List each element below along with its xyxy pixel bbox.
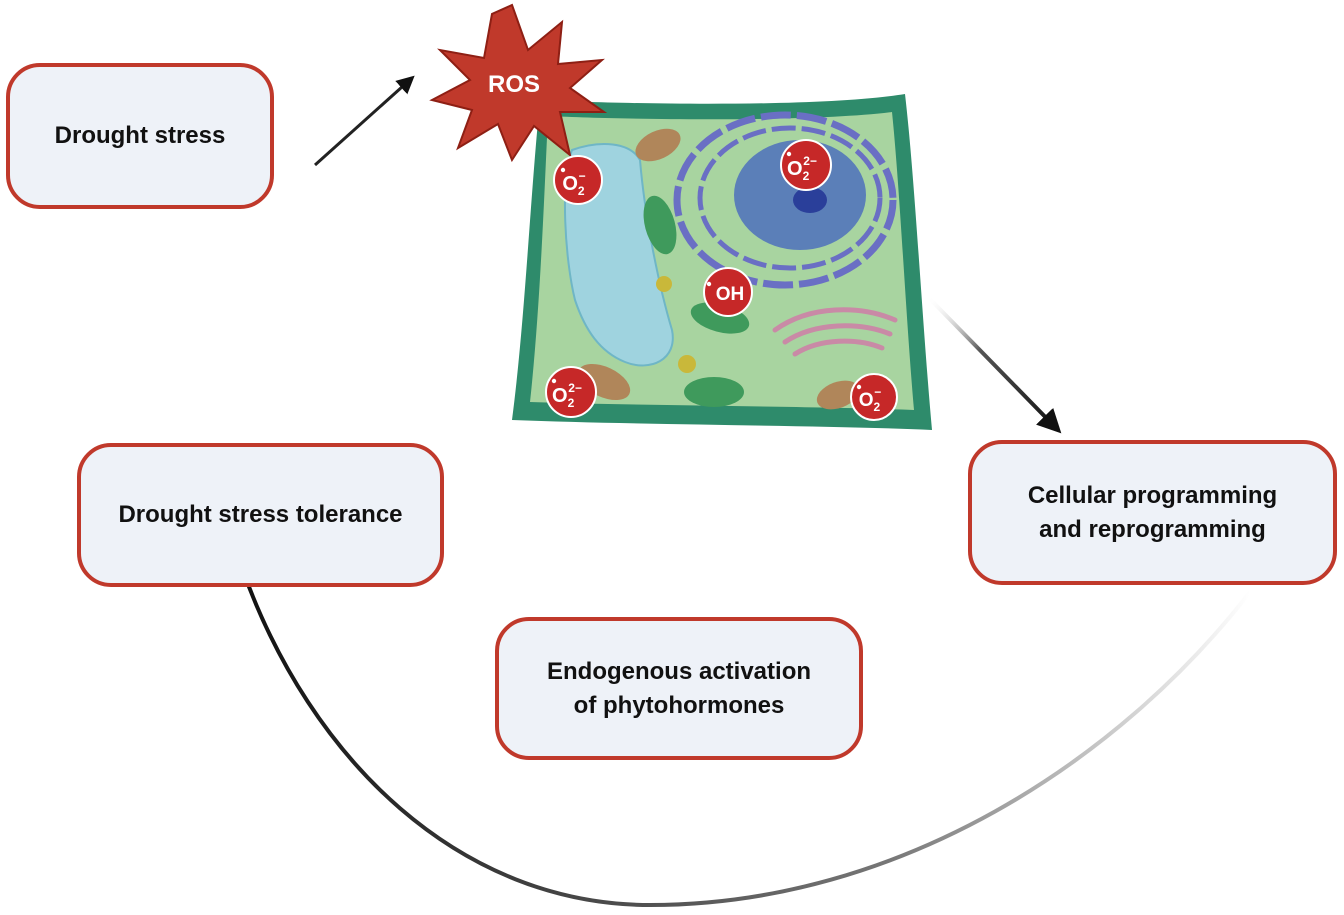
- nucleolus: [793, 187, 827, 213]
- endogenous-activation-box: Endogenous activation of phytohormones: [495, 617, 863, 760]
- ros-star: [429, 3, 608, 163]
- drought-stress-tolerance-box: Drought stress tolerance: [77, 443, 444, 587]
- golgi-apparatus: [772, 307, 898, 357]
- chloroplast: [684, 377, 744, 407]
- svg-text:O2−: O2−: [562, 169, 585, 198]
- hydroxyl-badge-center: OH: [703, 267, 753, 317]
- superoxide-badge-bottom-right: O2−: [850, 373, 898, 421]
- cellular-programming-line2: and reprogramming: [1039, 515, 1266, 543]
- vesicle: [678, 355, 696, 373]
- vesicle: [656, 276, 672, 292]
- ros-label: ROS: [488, 71, 540, 98]
- svg-text:O22−: O22−: [552, 381, 582, 410]
- endogenous-activation-line2: of phytohormones: [573, 691, 785, 719]
- arrow-cell-to-cellular: [926, 295, 1062, 434]
- peroxide-badge-top-right: O22−: [780, 139, 832, 191]
- chloroplast: [643, 195, 677, 255]
- svg-text:OH: OH: [716, 284, 745, 305]
- peroxide-badge-bottom-left: O22−: [545, 366, 597, 418]
- arrow-drought-to-ros: [313, 75, 415, 167]
- endoplasmic-reticulum: [673, 111, 897, 289]
- drought-stress-tolerance-label: Drought stress tolerance: [118, 501, 403, 528]
- drought-stress-label: Drought stress: [54, 122, 226, 149]
- endoplasmic-reticulum-inner: [697, 125, 883, 271]
- mitochondrion: [816, 380, 860, 410]
- endogenous-activation-line1: Endogenous activation: [546, 657, 812, 685]
- arrow-cellular-to-tolerance: [240, 567, 1252, 908]
- cellular-programming-box: Cellular programming and reprogramming: [968, 440, 1337, 585]
- drought-stress-box: Drought stress: [6, 63, 274, 209]
- svg-text:O2−: O2−: [859, 385, 881, 414]
- mitochondrion: [635, 128, 681, 162]
- cellular-programming-line1: Cellular programming: [1027, 481, 1278, 509]
- svg-text:O22−: O22−: [787, 154, 817, 183]
- superoxide-badge-top-left: O2−: [553, 155, 603, 205]
